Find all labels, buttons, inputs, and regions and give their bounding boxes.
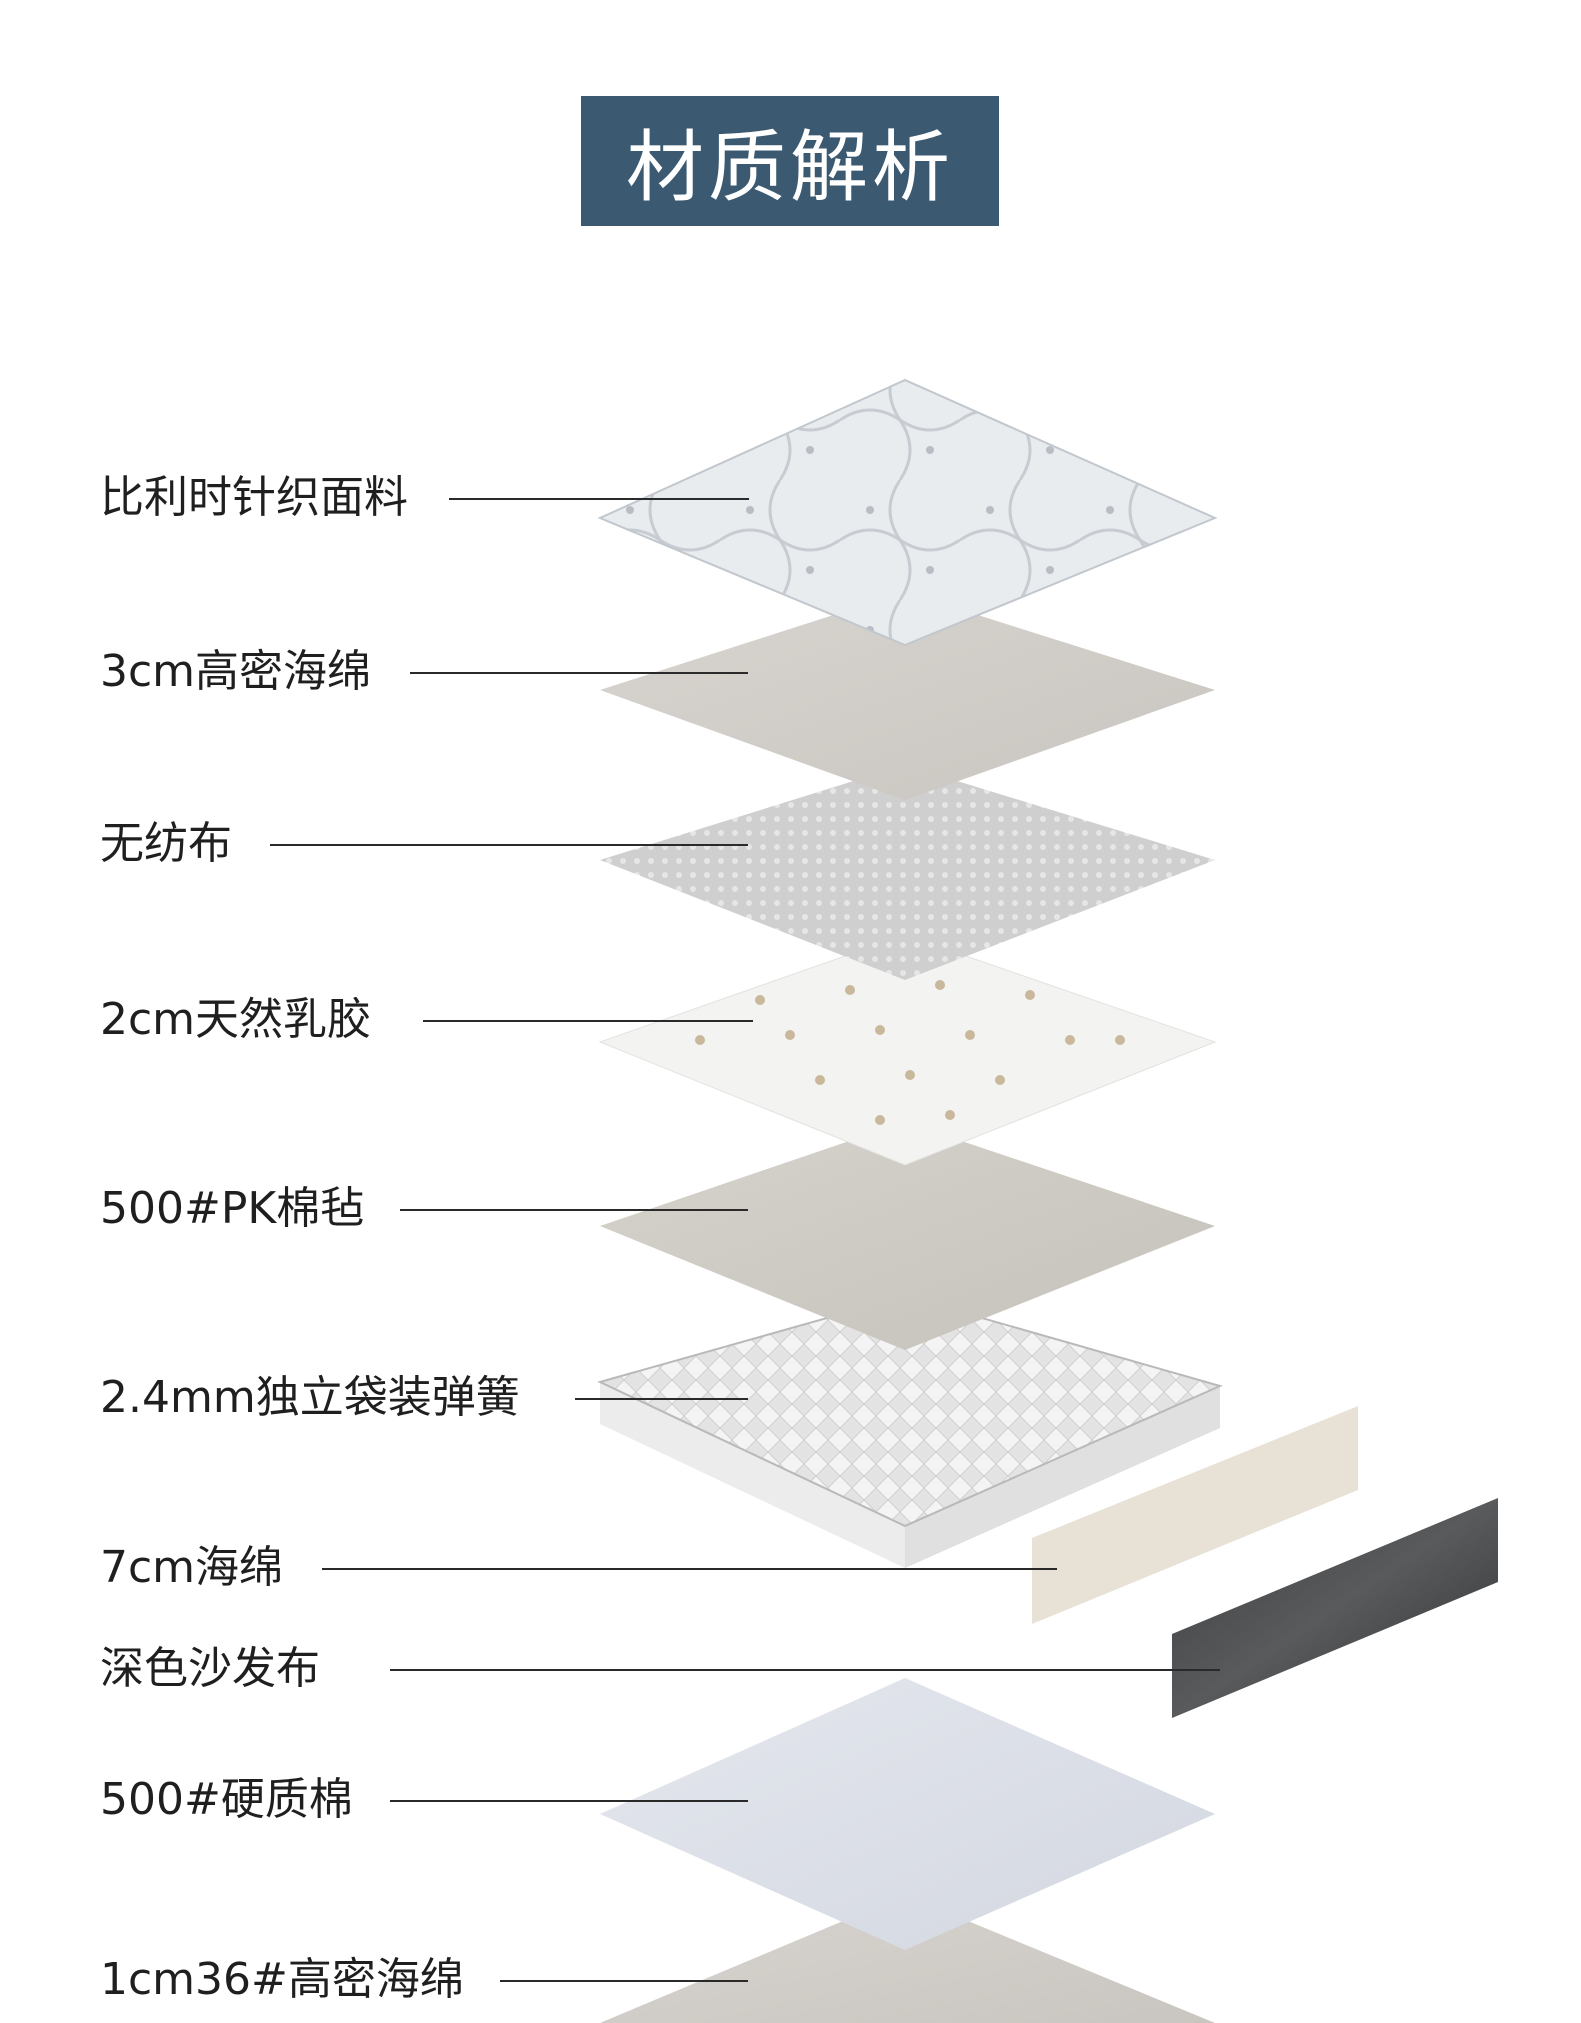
hard-cotton-layer-icon — [600, 1678, 1215, 1950]
nonwoven-layer-icon — [600, 765, 1215, 980]
title-banner: 材质解析 — [581, 96, 999, 226]
latex-layer-icon — [598, 934, 1217, 1166]
layer-label-dark-fabric: 深色沙发布 — [100, 1643, 320, 1694]
layer-label-bottom-foam: 1cm36#高密海绵 — [100, 1954, 464, 2005]
page-title: 材质解析 — [625, 123, 954, 213]
knit-fabric-layer-icon — [597, 378, 1218, 647]
layer-label-knit-fabric: 比利时针织面料 — [100, 472, 408, 523]
felt-layer-icon — [600, 1122, 1215, 1350]
leader-line-pocket-spring — [575, 1398, 748, 1400]
layer-label-side-foam: 7cm海绵 — [100, 1542, 284, 1593]
foam-layer-icon — [600, 592, 1215, 800]
side-foam-strip-icon — [1032, 1406, 1358, 1624]
leader-line-latex — [423, 1020, 753, 1022]
layer-label-nonwoven: 无纺布 — [100, 818, 232, 869]
layer-label-foam: 3cm高密海绵 — [100, 646, 372, 697]
dark-fabric-strip-icon — [1172, 1498, 1498, 1718]
leader-line-bottom-foam — [500, 1980, 748, 1982]
leader-line-nonwoven — [270, 844, 748, 846]
layer-label-hard-cotton: 500#硬质棉 — [100, 1774, 353, 1825]
layer-label-felt: 500#PK棉毡 — [100, 1183, 365, 1234]
leader-line-felt — [400, 1209, 748, 1211]
layer-label-pocket-spring: 2.4mm独立袋装弹簧 — [100, 1372, 520, 1423]
leader-line-knit-fabric — [449, 498, 749, 500]
layer-label-latex: 2cm天然乳胶 — [100, 994, 372, 1045]
pocket-spring-layer-icon — [597, 1294, 1223, 1568]
leader-line-side-foam — [322, 1568, 1057, 1570]
leader-line-hard-cotton — [390, 1800, 748, 1802]
leader-line-dark-fabric — [390, 1669, 1220, 1671]
leader-line-foam — [410, 672, 748, 674]
bottom-foam-layer-icon — [600, 1895, 1215, 2023]
